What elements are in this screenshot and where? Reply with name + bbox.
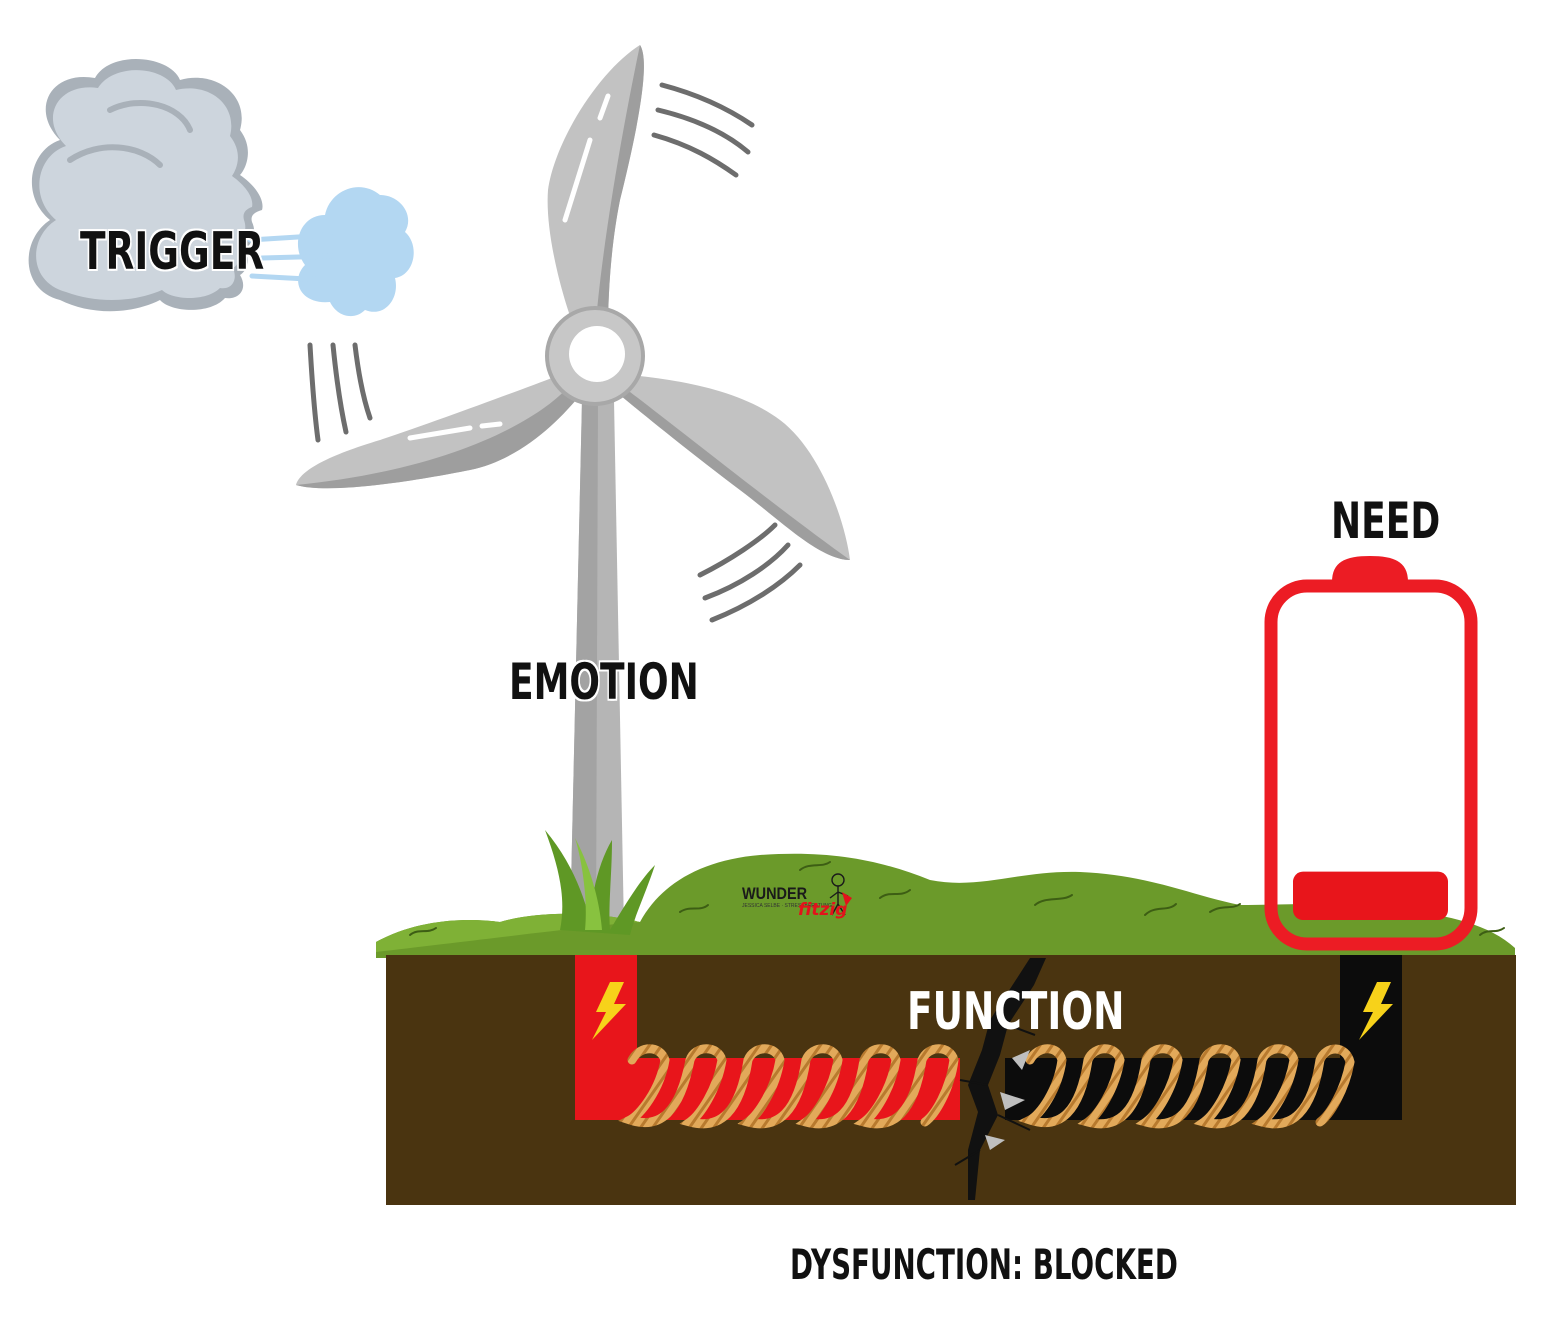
battery-charge-level xyxy=(1293,871,1448,920)
logo-figure-icon xyxy=(829,873,852,916)
grass-ground xyxy=(376,830,1515,958)
trigger-label: TRIGGER xyxy=(80,222,265,282)
logo-tagline: JESSICA SELBE · STRESSBERATUNG xyxy=(742,903,832,909)
air-puff-icon xyxy=(247,187,414,317)
emotion-label: EMOTION xyxy=(509,653,699,711)
wind-turbine-icon xyxy=(296,45,850,930)
coil-spring-icon xyxy=(618,1044,1355,1129)
function-label: FUNCTION xyxy=(907,982,1125,1042)
logo-wordmark: WUNDER xyxy=(742,884,808,903)
logo-script: fitzig xyxy=(798,900,848,920)
battery-low-icon xyxy=(1264,556,1478,951)
dysfunction-caption: DYSFUNCTION: BLOCKED xyxy=(790,1240,1178,1289)
motion-lines xyxy=(307,82,803,623)
crack-icon xyxy=(954,958,1046,1200)
need-label: NEED xyxy=(1331,492,1441,550)
brand-logo: WUNDER JESSICA SELBE · STRESSBERATUNG fi… xyxy=(742,884,872,934)
face-cloud-icon xyxy=(28,59,263,312)
lightning-bolt-icon xyxy=(592,982,1393,1040)
